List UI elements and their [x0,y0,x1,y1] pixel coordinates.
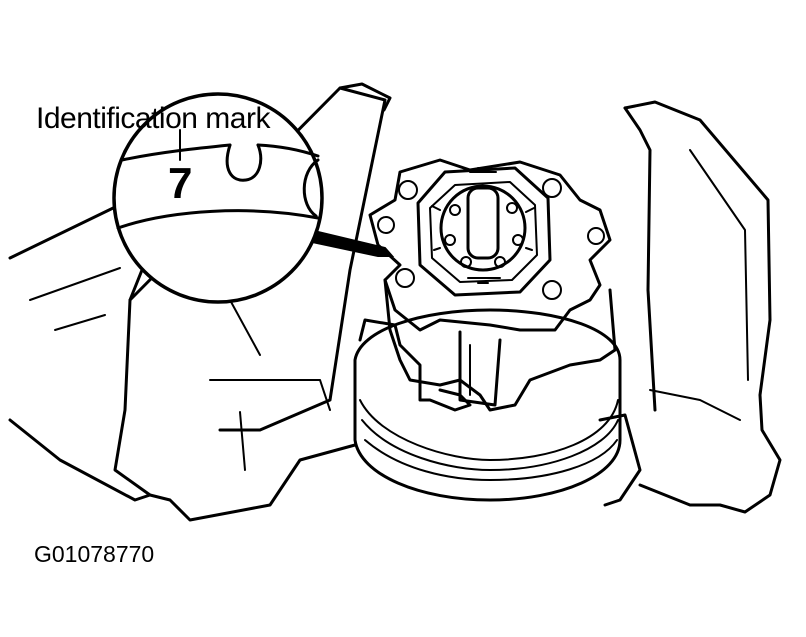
callout-leader-arrow [310,230,395,257]
identification-mark-label: Identification mark [36,102,271,135]
figure-code: G01078770 [34,541,154,567]
pump-body [368,158,617,412]
identification-mark-callout [112,92,395,304]
right-housing [598,100,782,514]
identification-mark-value: 7 [168,159,192,208]
cover-plate [416,166,552,297]
